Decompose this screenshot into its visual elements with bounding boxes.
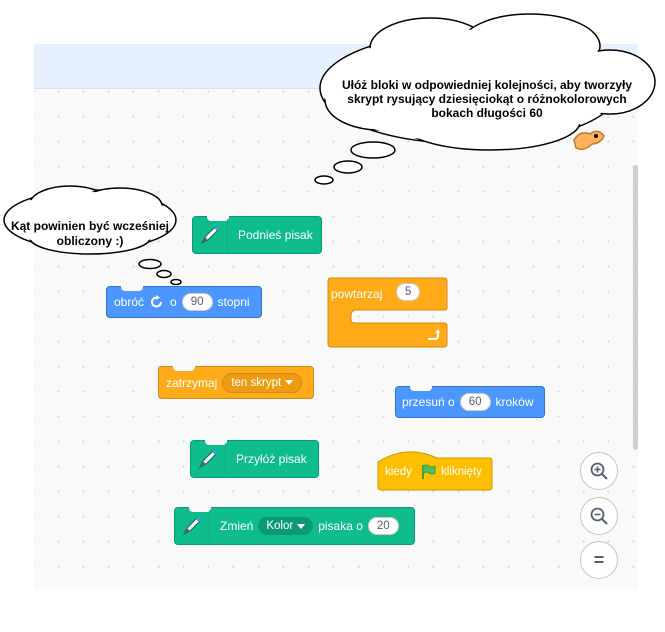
pen-icon [200,225,220,245]
pen-up-block[interactable]: Podnieś pisak [192,216,322,254]
stop-option-label: ten skrypt [231,376,282,389]
zoom-reset-button[interactable]: = [580,541,618,579]
when-flag-clicked-block[interactable]: kiedy kliknięty [377,444,493,492]
pen-up-label: Podnieś pisak [238,228,313,242]
turn-suffix: stopni [217,295,250,309]
change-pen-block[interactable]: Zmień Kolor pisaka o 20 [174,507,415,545]
vertical-scrollbar[interactable] [633,165,638,450]
stop-option-dropdown[interactable]: ten skrypt [222,372,303,393]
main-thought-cloud [314,13,656,185]
turn-prefix: obróć [114,295,145,309]
when-flag-prefix: kiedy [385,466,412,478]
zoom-reset-label: = [593,549,605,570]
repeat-label: powtarzaj [331,287,383,301]
when-flag-suffix: kliknięty [441,466,482,478]
zoom-in-button[interactable] [580,452,618,490]
zoom-out-button[interactable] [580,497,618,535]
main-cloud-text: Ułóż bloki w odpowiedniej kolejności, ab… [341,78,633,120]
turn-degrees-input[interactable]: 90 [181,293,213,311]
stop-block[interactable]: zatrzymaj ten skrypt [158,366,314,399]
pen-param-label: Kolor [266,520,294,532]
move-block[interactable]: przesuń o 60 kroków [395,386,545,418]
loop-arrow-icon [428,329,440,340]
turn-word: o [170,295,177,309]
turn-block[interactable]: obróć o 90 stopni [106,286,262,318]
zoom-out-icon [590,507,608,525]
green-flag-icon [422,464,436,479]
move-steps-input[interactable]: 60 [459,393,491,411]
zoom-in-icon [590,462,608,480]
repeat-block[interactable]: powtarzaj 5 [327,277,448,349]
hint-cloud-text: Kąt powinien być wcześniej obliczony :) [10,219,170,248]
change-pen-amount-input[interactable]: 20 [367,517,399,535]
pen-down-block[interactable]: Przyłóż pisak [190,440,319,478]
move-prefix: przesuń o [402,395,455,409]
rotate-right-icon [151,295,163,308]
move-suffix: kroków [495,395,534,409]
stop-label: zatrzymaj [166,375,218,390]
repeat-count-input[interactable]: 5 [396,283,421,301]
pen-down-label: Przyłóż pisak [236,452,307,466]
pen-icon [182,516,202,536]
sprite-cat-icon [573,130,605,151]
change-pen-prefix: Zmień [220,519,254,533]
hint-thought-cloud [3,185,182,286]
pen-param-dropdown[interactable]: Kolor [258,517,314,535]
change-pen-middle: pisaka o [318,519,363,533]
chevron-down-icon [285,380,294,385]
pen-icon [198,449,218,469]
chevron-down-icon [297,523,306,529]
